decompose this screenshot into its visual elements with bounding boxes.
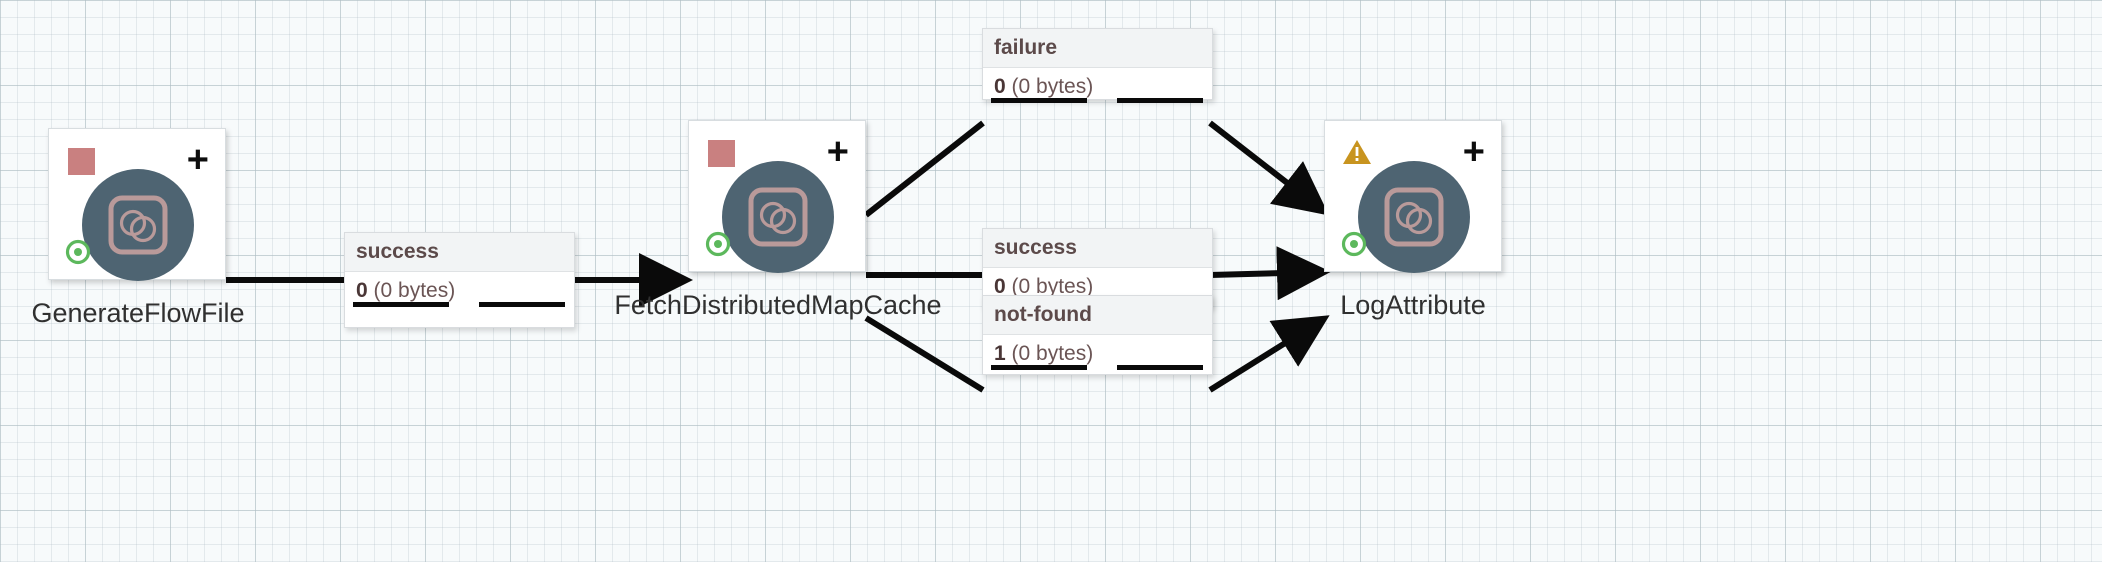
queue-stats: 1 (0 bytes): [983, 335, 1212, 371]
relationship-name: success: [983, 229, 1212, 269]
connection-label-success-1[interactable]: success 0 (0 bytes): [344, 232, 575, 328]
add-connection-icon[interactable]: +: [186, 139, 209, 181]
connection-label-failure[interactable]: failure 0 (0 bytes): [982, 28, 1213, 103]
stopped-square-icon: [68, 148, 95, 175]
queue-bar-count: [991, 97, 1087, 103]
processor-label-fetch-distributed-map-cache: FetchDistributedMapCache: [614, 290, 942, 320]
bullseye-icon: [1341, 231, 1367, 257]
queued-count: 0: [994, 75, 1006, 99]
queued-count: 0: [994, 275, 1006, 299]
queue-bars: [983, 364, 1212, 372]
add-connection-icon[interactable]: +: [826, 131, 849, 173]
queued-count: 1: [994, 342, 1006, 366]
queue-stats: 0 (0 bytes): [983, 68, 1212, 104]
stopped-square-icon: [708, 140, 735, 167]
relationship-name: not-found: [983, 296, 1212, 336]
processor-generate-flow-file[interactable]: +: [48, 128, 226, 281]
queue-bar-count: [353, 301, 449, 307]
relationship-name: failure: [983, 29, 1212, 69]
bullseye-icon: [65, 239, 91, 265]
queued-size: (0 bytes): [1011, 275, 1094, 299]
queue-bars: [983, 97, 1212, 105]
bullseye-icon: [705, 231, 731, 257]
processor-icon: [1358, 161, 1470, 273]
queued-size: (0 bytes): [1011, 342, 1094, 366]
queue-bar-size: [479, 301, 565, 307]
connection-label-not-found[interactable]: not-found 1 (0 bytes): [982, 295, 1213, 375]
processor-fetch-distributed-map-cache[interactable]: +: [688, 120, 866, 273]
add-connection-icon[interactable]: +: [1462, 131, 1485, 173]
processor-label-log-attribute: LogAttribute: [1340, 290, 1486, 320]
queue-bars: [345, 301, 574, 309]
queue-stats: 0 (0 bytes): [345, 272, 574, 308]
processor-label-generate-flow-file: GenerateFlowFile: [31, 298, 245, 328]
queue-bar-size: [1117, 364, 1203, 370]
relationship-name: success: [345, 233, 574, 273]
queued-count: 0: [356, 279, 368, 303]
warning-triangle-icon: [1343, 140, 1371, 164]
queue-bar-count: [991, 364, 1087, 370]
processor-icon: [722, 161, 834, 273]
queued-size: (0 bytes): [1011, 75, 1094, 99]
queue-bar-size: [1117, 97, 1203, 103]
processor-icon: [82, 169, 194, 281]
connection-label-success-2[interactable]: success 0 (0 bytes): [982, 228, 1213, 308]
processor-log-attribute[interactable]: +: [1324, 120, 1502, 273]
queued-size: (0 bytes): [373, 279, 456, 303]
